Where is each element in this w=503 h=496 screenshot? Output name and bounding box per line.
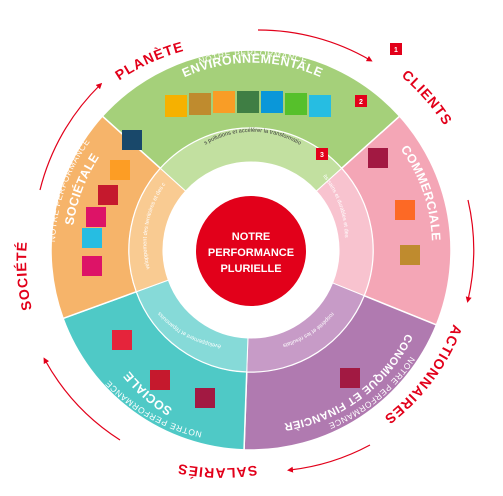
center-line1: NOTRE — [232, 231, 271, 243]
sdg-icon — [112, 330, 132, 350]
sdg-icon — [340, 368, 360, 388]
inner-band — [128, 127, 374, 373]
marker-2 — [355, 95, 367, 107]
sdg-icon — [165, 95, 187, 117]
sdg-icon — [189, 93, 211, 115]
label-salaries: SALARIÉS — [176, 461, 259, 481]
sdg-icon — [368, 148, 388, 168]
sdg-icon — [285, 93, 307, 115]
marker-1 — [390, 43, 402, 55]
center-line2: PERFORMANCE — [208, 247, 294, 259]
marker-2-label: 2 — [359, 99, 363, 106]
marker-3 — [316, 148, 328, 160]
sdg-icon — [82, 256, 102, 276]
arrow-bottom-left — [43, 357, 121, 441]
sdg-icon — [309, 95, 331, 117]
arrow-right — [465, 199, 475, 303]
arrow-bottom-right — [287, 444, 371, 473]
arrow-left — [39, 82, 103, 191]
sdg-icon — [110, 160, 130, 180]
sdg-icon — [82, 228, 102, 248]
sdg-icon — [150, 370, 170, 390]
sdg-icon — [400, 245, 420, 265]
marker-1-label: 1 — [394, 47, 398, 54]
center-circle — [196, 196, 306, 306]
center-line3: PLURIELLE — [220, 263, 281, 275]
arrow-top — [257, 29, 373, 62]
sdg-icon — [98, 185, 118, 205]
sdg-icons — [82, 91, 420, 408]
sdg-icon — [213, 91, 235, 113]
sdg-icon — [261, 91, 283, 113]
sdg-icon — [395, 200, 415, 220]
sdg-icon — [86, 207, 106, 227]
label-clients: CLIENTS — [399, 67, 456, 129]
label-societe: SOCIÉTÉ — [13, 240, 35, 312]
sdg-icon — [195, 388, 215, 408]
sdg-icon — [122, 130, 142, 150]
sdg-icon — [237, 91, 259, 113]
marker-3-label: 3 — [320, 152, 324, 159]
